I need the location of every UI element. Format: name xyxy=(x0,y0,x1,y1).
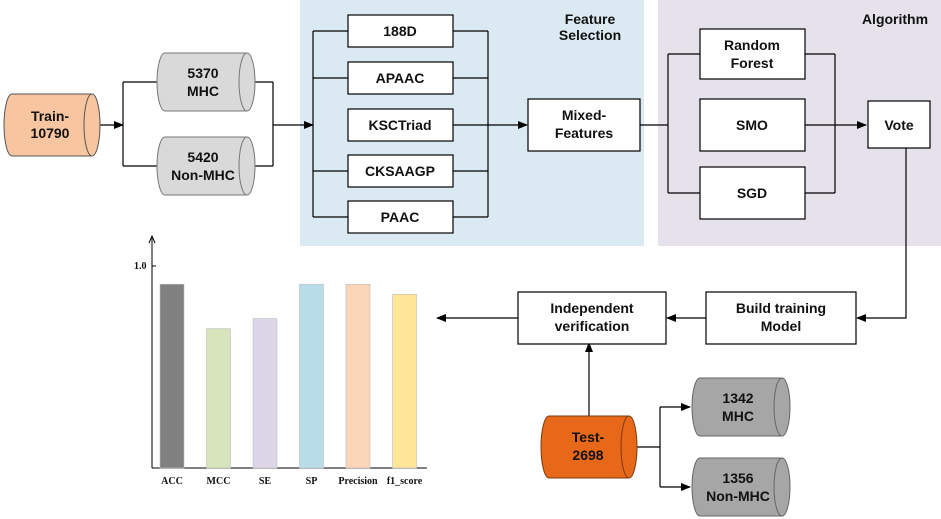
smo-label: SMO xyxy=(736,117,768,133)
nonmhc-train-label: Non-MHC xyxy=(171,167,235,183)
train-cylinder: Train- 10790 xyxy=(3,93,101,157)
nonmhc-test-label: Non-MHC xyxy=(706,488,770,504)
build-model-label-line2: Model xyxy=(761,318,801,334)
build-model-box: Build training Model xyxy=(705,291,857,345)
x-label-mcc: MCC xyxy=(207,476,231,487)
feature-selection-title-line2: Selection xyxy=(559,27,621,43)
edge-vote-to-build xyxy=(856,148,907,322)
sgd-label: SGD xyxy=(737,185,767,201)
x-label-precision: Precision xyxy=(338,476,378,487)
independent-verification-label-line2: verification xyxy=(555,318,630,334)
x-label-f1-score: f1_score xyxy=(387,476,423,487)
nonmhc-train-cylinder: 5420 Non-MHC xyxy=(156,136,256,196)
nonmhc-test-cylinder: 1356 Non-MHC xyxy=(691,457,791,517)
x-label-acc: ACC xyxy=(161,476,183,487)
bar-f1-score xyxy=(392,293,417,469)
feature-cksaagp-label: CKSAAGP xyxy=(365,163,435,179)
mhc-train-count: 5370 xyxy=(187,65,218,81)
nonmhc-test-count: 1356 xyxy=(722,470,753,486)
feature-ksctriad-label: KSCTriad xyxy=(368,117,431,133)
bar-precision xyxy=(345,283,371,469)
feature-selection-title-line1: Feature xyxy=(565,11,616,27)
vote-box: Vote xyxy=(867,100,931,149)
x-label-sp: SP xyxy=(306,476,318,487)
train-label-line2: 10790 xyxy=(31,125,70,141)
sgd-box: SGD xyxy=(699,166,806,220)
train-label-line1: Train- xyxy=(31,108,69,124)
vote-label: Vote xyxy=(884,117,914,133)
bar-acc xyxy=(159,283,185,469)
feature-188d-box: 188D xyxy=(347,14,454,48)
bar-mcc xyxy=(206,328,231,469)
mhc-test-count: 1342 xyxy=(722,390,753,406)
metrics-bar-chart: 1.0 ACC MCC SE SP Precision f1_score xyxy=(134,234,427,487)
independent-verification-box: Independent verification xyxy=(517,291,667,345)
feature-paac-box: PAAC xyxy=(347,200,454,234)
random-forest-label-line1: Random xyxy=(724,37,780,53)
random-forest-box: Random Forest xyxy=(699,28,806,80)
nonmhc-train-count: 5420 xyxy=(187,149,218,165)
feature-apaac-label: APAAC xyxy=(376,70,425,86)
test-label-line1: Test- xyxy=(572,429,605,445)
bar-sp xyxy=(299,283,324,469)
algorithm-title: Algorithm xyxy=(862,11,928,27)
mhc-test-cylinder: 1342 MHC xyxy=(691,377,791,437)
mhc-train-cylinder: 5370 MHC xyxy=(156,52,256,112)
feature-paac-label: PAAC xyxy=(381,209,420,225)
random-forest-label-line2: Forest xyxy=(731,55,774,71)
feature-apaac-box: APAAC xyxy=(347,61,454,95)
test-cylinder: Test- 2698 xyxy=(540,415,638,479)
x-label-se: SE xyxy=(259,476,272,487)
mhc-test-label: MHC xyxy=(722,408,754,424)
smo-box: SMO xyxy=(699,98,806,152)
mixed-features-label-line2: Features xyxy=(555,125,614,141)
bar-se xyxy=(252,318,278,469)
mixed-features-box: Mixed- Features xyxy=(527,98,641,152)
feature-ksctriad-box: KSCTriad xyxy=(347,108,454,142)
feature-188d-label: 188D xyxy=(383,23,416,39)
test-label-line2: 2698 xyxy=(572,447,603,463)
independent-verification-label-line1: Independent xyxy=(550,300,634,316)
mixed-features-label-line1: Mixed- xyxy=(562,107,607,123)
y-tick-label: 1.0 xyxy=(134,261,147,272)
y-axis-arrowhead xyxy=(148,234,156,244)
build-model-label-line1: Build training xyxy=(736,300,826,316)
feature-cksaagp-box: CKSAAGP xyxy=(347,154,454,188)
mhc-train-label: MHC xyxy=(187,83,219,99)
